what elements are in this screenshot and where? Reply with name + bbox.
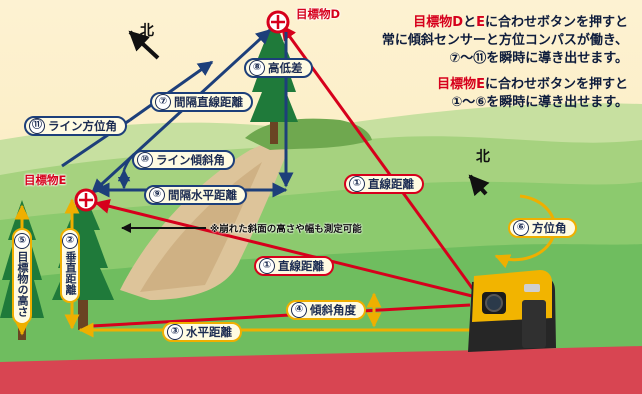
info-line-4: 目標物Eに合わせボタンを押すと [437,77,628,92]
north-label-top: 北 [140,23,154,39]
reticle-target-e [74,188,98,212]
north-label-right: 北 [476,149,490,165]
north-arrow-right [468,174,490,197]
info-line-3: ⑦〜⑪を瞬時に導き出せます。 [449,51,628,66]
reticle-target-d [266,10,290,34]
info-box: 目標物DとEに合わせボタンを押すと 常に傾斜センサーと方位コンパスが働き、 ⑦〜… [382,14,628,112]
target-e-label: 目標物E [24,173,67,187]
road [0,346,642,394]
info-line-1: 目標物DとEに合わせボタンを押すと [413,15,628,30]
target-d-label: 目標物D [296,7,341,21]
line-direct-to-d [280,24,477,293]
slope-note: ※崩れた斜面の高さや幅も測定可能 [210,224,362,235]
info-line-5: ①〜⑥を瞬時に導き出せます。 [451,95,628,110]
line-azimuth-arrow [129,60,214,122]
north-arrow-top [128,30,160,60]
line-direct-to-e [94,198,473,298]
line-direct-bottom [91,303,471,328]
rangefinder-device [468,270,556,352]
info-line-2: 常に傾斜センサーと方位コンパスが働き、 [381,33,628,48]
